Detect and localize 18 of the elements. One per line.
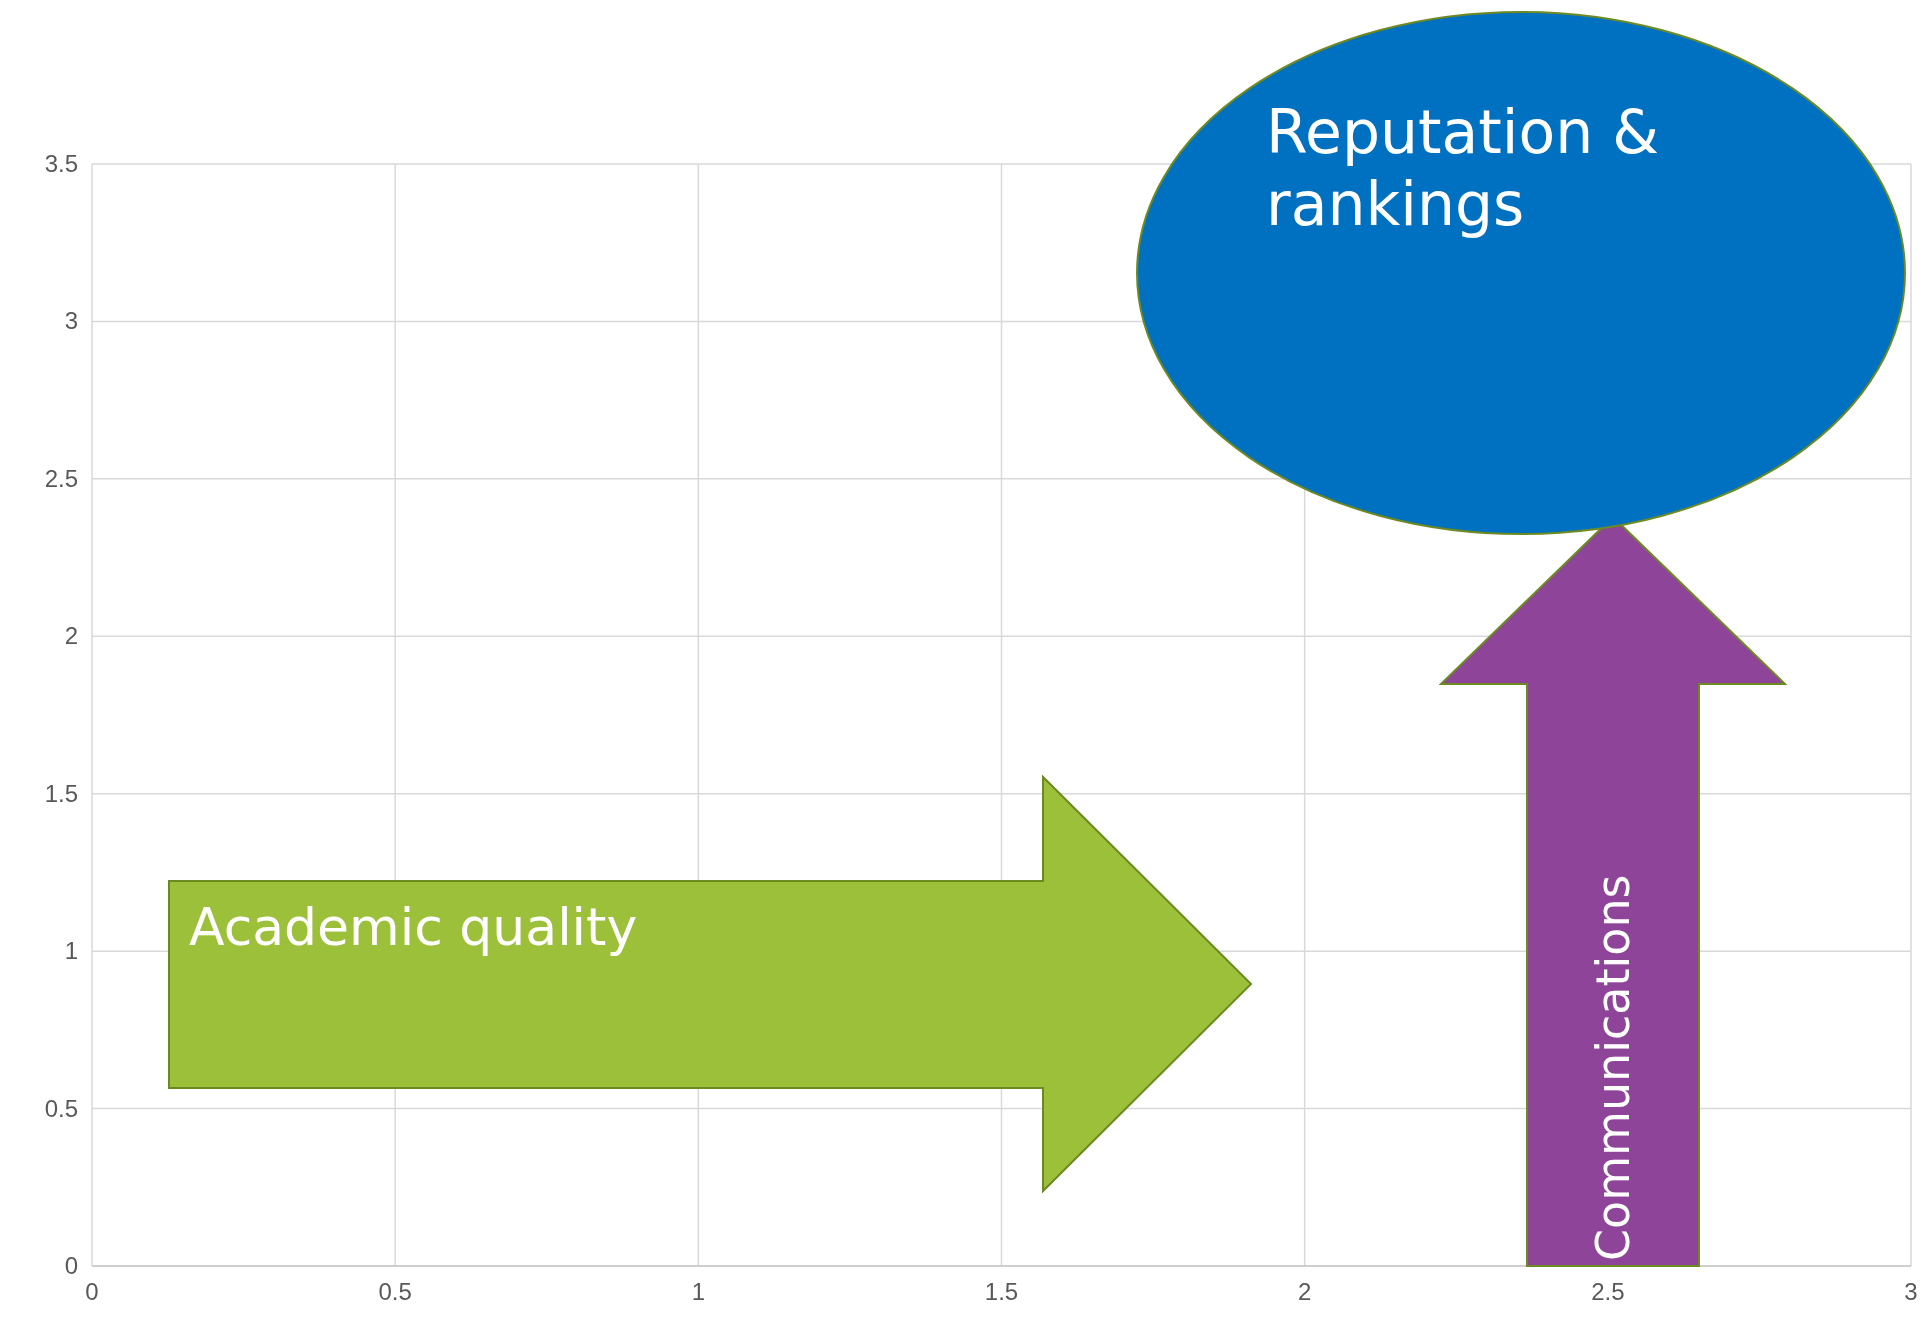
x-axis-tick-label: 0 — [85, 1278, 99, 1306]
y-axis-tick-label: 1.5 — [44, 779, 78, 808]
x-axis-tick-label: 2.5 — [1591, 1278, 1625, 1306]
shape-label: Academic quality — [189, 897, 638, 957]
x-axis-tick-label: 0.5 — [378, 1278, 412, 1306]
shape-label: Reputation & rankings — [1266, 96, 1661, 240]
x-axis-tick-label: 1.5 — [984, 1278, 1019, 1306]
y-axis-tick-label: 0.5 — [44, 1094, 78, 1123]
y-axis-tick-label: 3.5 — [44, 150, 78, 178]
x-axis-tick-label: 3 — [1904, 1278, 1918, 1306]
y-axis-tick-label: 1 — [64, 937, 78, 966]
y-axis-tick-label: 3 — [64, 307, 78, 336]
x-axis-tick-label: 1 — [691, 1278, 705, 1306]
x-axis-tick-label: 2 — [1298, 1278, 1312, 1306]
y-axis-tick-label: 0 — [64, 1252, 78, 1280]
y-axis-tick-label: 2.5 — [44, 464, 78, 493]
y-axis-tick-label: 2 — [64, 622, 78, 651]
shape-label: Communications — [1586, 874, 1640, 1261]
